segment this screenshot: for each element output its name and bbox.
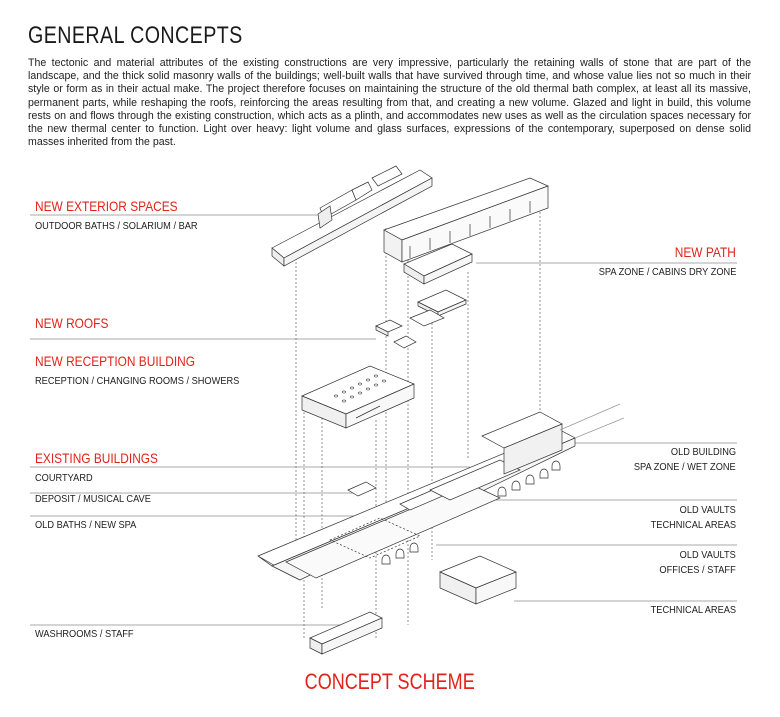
- caption-text: CONCEPT SCHEME: [305, 669, 475, 695]
- label-old-baths: OLD BATHS / NEW SPA: [35, 519, 136, 531]
- diagram-caption: CONCEPT SCHEME: [0, 669, 780, 695]
- label-old-building: OLD BUILDING: [671, 446, 736, 458]
- label-old-vaults-2: OLD VAULTS: [680, 549, 736, 561]
- washrooms-box: [310, 612, 382, 654]
- label-old-vaults-1: OLD VAULTS: [680, 504, 736, 516]
- label-technical-areas-1: TECHNICAL AREAS: [651, 519, 736, 531]
- label-outdoor-baths: OUTDOOR BATHS / SOLARIUM / BAR: [35, 220, 198, 232]
- label-spa-dry-zone: SPA ZONE / CABINS DRY ZONE: [598, 266, 736, 278]
- label-washrooms: WASHROOMS / STAFF: [35, 628, 134, 640]
- label-courtyard: COURTYARD: [35, 472, 93, 484]
- new-roofs: [376, 290, 466, 348]
- label-new-exterior-spaces: NEW EXTERIOR SPACES: [35, 198, 178, 214]
- label-deposit: DEPOSIT / MUSICAL CAVE: [35, 493, 151, 505]
- label-new-roofs: NEW ROOFS: [35, 315, 108, 331]
- label-reception-sub: RECEPTION / CHANGING ROOMS / SHOWERS: [35, 375, 239, 387]
- label-new-path: NEW PATH: [675, 244, 736, 260]
- reception-building: [302, 366, 414, 428]
- label-spa-wet-zone: SPA ZONE / WET ZONE: [634, 461, 736, 473]
- label-existing-buildings: EXISTING BUILDINGS: [35, 450, 158, 466]
- technical-box: [440, 556, 516, 604]
- label-new-reception-building: NEW RECEPTION BUILDING: [35, 353, 195, 369]
- label-technical-areas-2: TECHNICAL AREAS: [651, 604, 736, 616]
- label-offices-staff: OFFICES / STAFF: [660, 564, 736, 576]
- existing-complex: [258, 404, 624, 580]
